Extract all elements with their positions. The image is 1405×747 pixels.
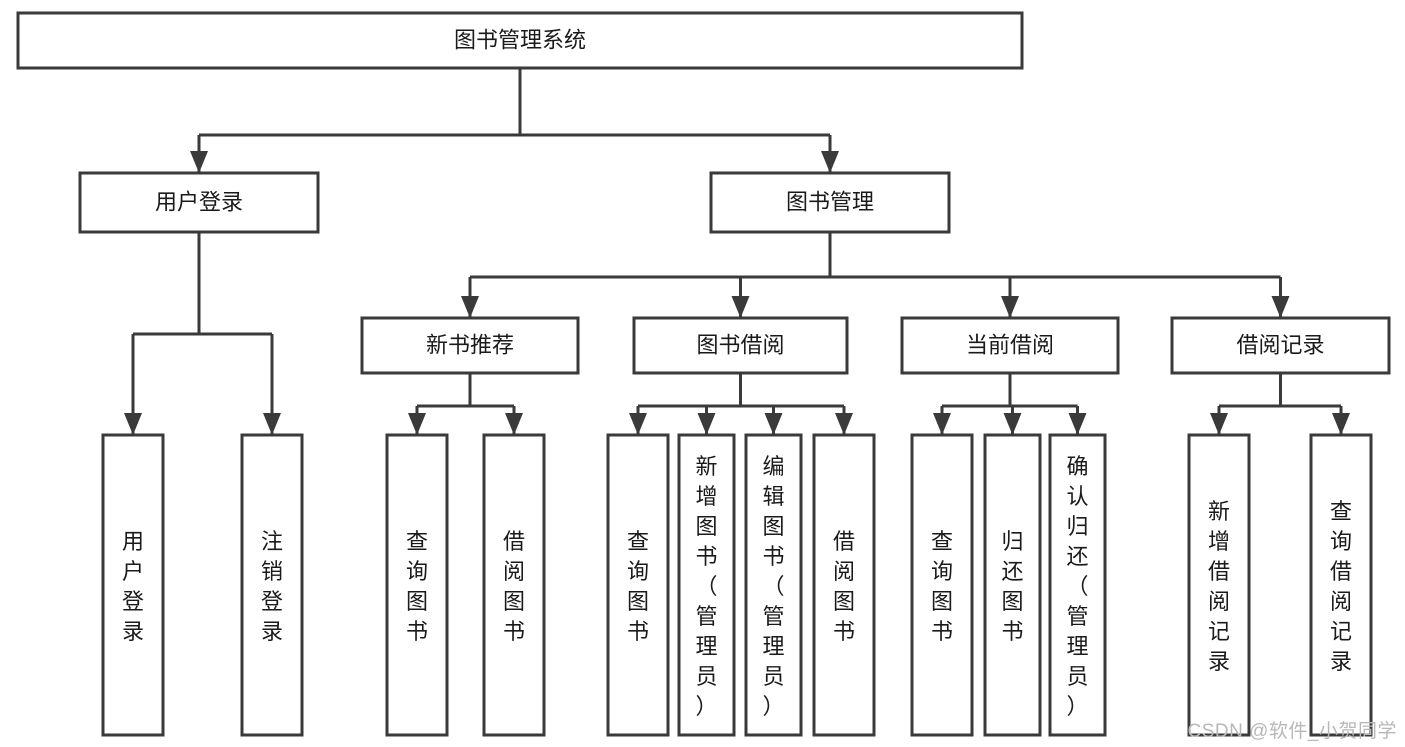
arrow-head-icon <box>1332 413 1350 435</box>
arrow-head-icon <box>190 151 208 173</box>
node-label: 新书推荐 <box>426 332 514 357</box>
arrow-head-icon <box>1001 296 1019 318</box>
node-box[interactable] <box>812 433 876 737</box>
node-label: 编辑图书（管理员） <box>762 454 784 719</box>
arrow-head-icon <box>764 413 783 435</box>
node-box[interactable] <box>983 433 1042 737</box>
node-label: 确认归还（管理员） <box>1066 454 1088 719</box>
arrow-head-icon <box>505 413 523 435</box>
arrow-head-icon <box>1271 296 1290 318</box>
node-box[interactable] <box>744 433 803 737</box>
node-label: 查询图书 <box>931 529 953 644</box>
node-label: 新增图书（管理员） <box>695 454 717 719</box>
node-leaf-10[interactable]: 确认归还（管理员） <box>1048 433 1107 737</box>
node-label: 图书管理系统 <box>454 27 586 52</box>
node-box[interactable] <box>606 433 670 737</box>
node-level2-1[interactable]: 图书管理 <box>709 171 951 234</box>
node-label: 用户登录 <box>122 529 144 644</box>
node-leaf-2[interactable]: 查询图书 <box>385 433 449 737</box>
node-box[interactable] <box>900 316 1120 375</box>
node-leaf-1[interactable]: 注销登录 <box>240 433 304 737</box>
node-box[interactable] <box>101 433 165 737</box>
arrow-head-icon <box>697 413 716 435</box>
node-label: 查询图书 <box>627 529 649 644</box>
node-leaf-8[interactable]: 查询图书 <box>910 433 974 737</box>
node-box[interactable] <box>1187 433 1251 737</box>
node-level3-2[interactable]: 当前借阅 <box>900 316 1120 375</box>
node-label: 用户登录 <box>155 189 243 214</box>
node-label: 注销登录 <box>261 529 283 644</box>
node-label: 借阅图书 <box>833 529 855 644</box>
node-leaf-6[interactable]: 编辑图书（管理员） <box>744 433 803 737</box>
arrow-head-icon <box>821 151 839 173</box>
node-label: 新增借阅记录 <box>1208 499 1230 674</box>
node-root-0[interactable]: 图书管理系统 <box>16 11 1024 70</box>
node-leaf-4[interactable]: 查询图书 <box>606 433 670 737</box>
node-level2-0[interactable]: 用户登录 <box>78 171 320 234</box>
node-leaf-11[interactable]: 新增借阅记录 <box>1187 433 1251 737</box>
node-box[interactable] <box>16 11 1024 70</box>
arrow-head-icon <box>124 413 142 435</box>
arrow-head-icon <box>629 413 647 435</box>
node-leaf-0[interactable]: 用户登录 <box>101 433 165 737</box>
node-box[interactable] <box>1309 433 1373 737</box>
node-leaf-7[interactable]: 借阅图书 <box>812 433 876 737</box>
node-box[interactable] <box>360 316 580 375</box>
node-leaf-3[interactable]: 借阅图书 <box>482 433 546 737</box>
node-box[interactable] <box>1170 316 1391 375</box>
arrow-head-icon <box>835 413 853 435</box>
node-level3-0[interactable]: 新书推荐 <box>360 316 580 375</box>
node-box[interactable] <box>1048 433 1107 737</box>
arrow-head-icon <box>933 413 951 435</box>
arrow-head-icon <box>1003 413 1022 435</box>
node-leaf-9[interactable]: 归还图书 <box>983 433 1042 737</box>
node-label: 借阅记录 <box>1236 332 1324 357</box>
arrow-head-icon <box>1068 413 1087 435</box>
arrow-head-icon <box>731 296 750 318</box>
node-label: 借阅图书 <box>503 529 525 644</box>
arrow-head-icon <box>408 413 426 435</box>
node-box[interactable] <box>482 433 546 737</box>
node-box[interactable] <box>385 433 449 737</box>
node-leaf-5[interactable]: 新增图书（管理员） <box>677 433 736 737</box>
arrow-head-icon <box>263 413 281 435</box>
node-label: 查询图书 <box>406 529 428 644</box>
node-box[interactable] <box>632 316 849 375</box>
node-box[interactable] <box>240 433 304 737</box>
node-level3-1[interactable]: 图书借阅 <box>632 316 849 375</box>
connector-layer <box>124 68 1350 435</box>
node-label: 图书管理 <box>786 189 874 214</box>
node-box[interactable] <box>910 433 974 737</box>
node-box[interactable] <box>78 171 320 234</box>
node-box[interactable] <box>709 171 951 234</box>
node-layer: 图书管理系统用户登录图书管理新书推荐图书借阅当前借阅借阅记录用户登录注销登录查询… <box>16 11 1391 737</box>
node-level3-3[interactable]: 借阅记录 <box>1170 316 1391 375</box>
watermark-label: CSDN @软件_小贺同学 <box>1187 721 1397 742</box>
node-label: 当前借阅 <box>966 332 1054 357</box>
node-label: 查询借阅记录 <box>1330 499 1352 674</box>
arrow-head-icon <box>461 296 479 318</box>
node-label: 图书借阅 <box>696 332 784 357</box>
node-box[interactable] <box>677 433 736 737</box>
node-leaf-12[interactable]: 查询借阅记录 <box>1309 433 1373 737</box>
arrow-head-icon <box>1210 413 1228 435</box>
node-label: 归还图书 <box>1001 529 1023 644</box>
